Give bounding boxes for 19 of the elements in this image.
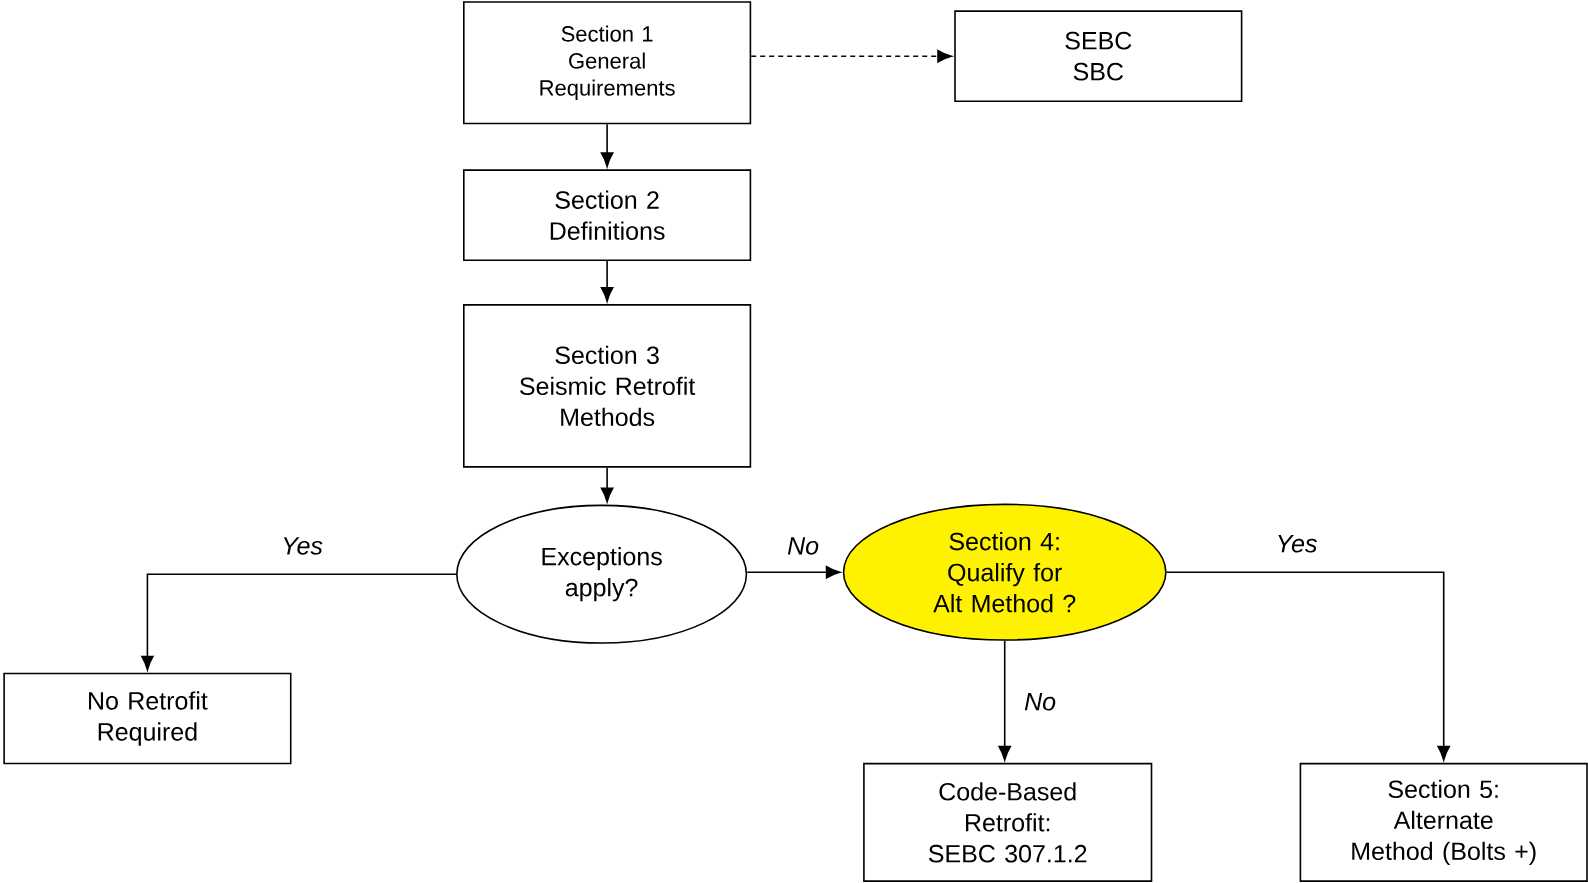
process-box: SEBC SBC	[954, 10, 1243, 103]
arrow	[750, 49, 952, 63]
edge-label: No	[1023, 692, 1058, 712]
process-box: Section 1 General Requirements	[463, 1, 752, 125]
process-box: Code-Based Retrofit: SEBC 307.1.2	[863, 762, 1153, 882]
edge-label: Yes	[280, 536, 324, 556]
edge-label: No	[786, 536, 821, 556]
arrow	[1165, 571, 1451, 761]
arrow	[600, 123, 614, 168]
process-box: No Retrofit Required	[3, 672, 292, 765]
process-box: Section 3 Seismic Retrofit Methods	[463, 304, 752, 468]
process-box: Section 2 Definitions	[463, 169, 752, 262]
arrow	[746, 565, 841, 579]
edge-label: Yes	[1274, 534, 1319, 554]
process-box: Section 5: Alternate Method (Bolts +)	[1299, 762, 1588, 882]
arrow	[600, 466, 614, 503]
arrow	[998, 640, 1012, 761]
arrow	[141, 573, 457, 671]
arrow	[600, 260, 614, 302]
